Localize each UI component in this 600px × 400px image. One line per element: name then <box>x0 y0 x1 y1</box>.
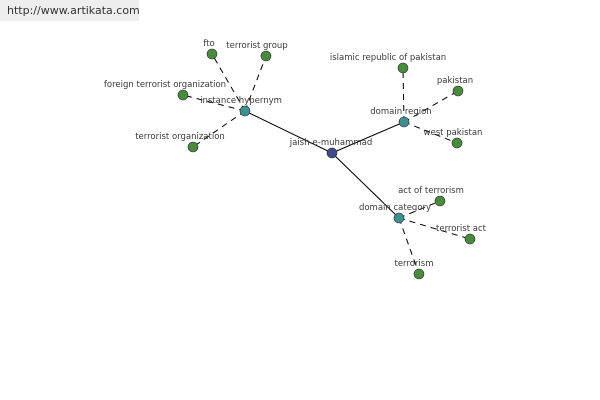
edge-root-to-relation <box>331 121 405 154</box>
leaf-node-label: fto <box>203 39 214 49</box>
relation-node[interactable] <box>239 105 251 117</box>
edge-relation-to-leaf <box>244 55 267 112</box>
relation-node-label: domain category <box>359 203 431 213</box>
edge-relation-to-leaf <box>402 67 405 123</box>
edge-relation-to-leaf <box>398 200 441 219</box>
edge-relation-to-leaf <box>403 121 458 144</box>
edge-root-to-relation <box>244 110 333 154</box>
edge-relation-to-leaf <box>398 217 420 275</box>
root-node[interactable] <box>326 147 338 159</box>
leaf-node[interactable] <box>206 48 218 60</box>
leaf-node[interactable] <box>397 62 409 74</box>
relation-node-label: domain region <box>370 107 431 117</box>
leaf-node[interactable] <box>177 89 189 101</box>
edge-root-to-relation <box>331 152 400 219</box>
leaf-node[interactable] <box>413 268 425 280</box>
leaf-node[interactable] <box>260 50 272 62</box>
leaf-node-label: foreign terrorist organization <box>104 80 226 90</box>
edge-relation-to-leaf <box>398 217 471 240</box>
graph-nodes <box>177 48 476 280</box>
graph-labels: jaish-e-muhammad instance hypernym fto terr… <box>104 39 487 269</box>
leaf-node[interactable] <box>434 195 446 207</box>
leaf-node-label: pakistan <box>437 76 473 86</box>
leaf-node[interactable] <box>452 85 464 97</box>
leaf-node-label: terrorist act <box>436 224 487 234</box>
leaf-node-label: terrorism <box>395 259 434 269</box>
url-link[interactable]: http://www.artikata.com <box>7 4 140 17</box>
leaf-node-label: islamic republic of pakistan <box>330 53 446 63</box>
relation-node[interactable] <box>393 212 405 224</box>
leaf-node[interactable] <box>464 233 476 245</box>
relation-node[interactable] <box>398 116 410 128</box>
leaf-node[interactable] <box>451 137 463 149</box>
url-banner: http://www.artikata.com <box>0 0 140 21</box>
leaf-node-label: terrorist group <box>226 41 287 51</box>
leaf-node-label: west pakistan <box>424 128 483 138</box>
leaf-node-label: act of terrorism <box>398 186 464 196</box>
leaf-node[interactable] <box>187 141 199 153</box>
root-node-label: jaish-e-muhammad <box>289 138 373 148</box>
leaf-node-label: terrorist organization <box>135 132 225 142</box>
relation-node-label: instance hypernym <box>200 96 282 106</box>
graph-edges <box>182 53 471 275</box>
